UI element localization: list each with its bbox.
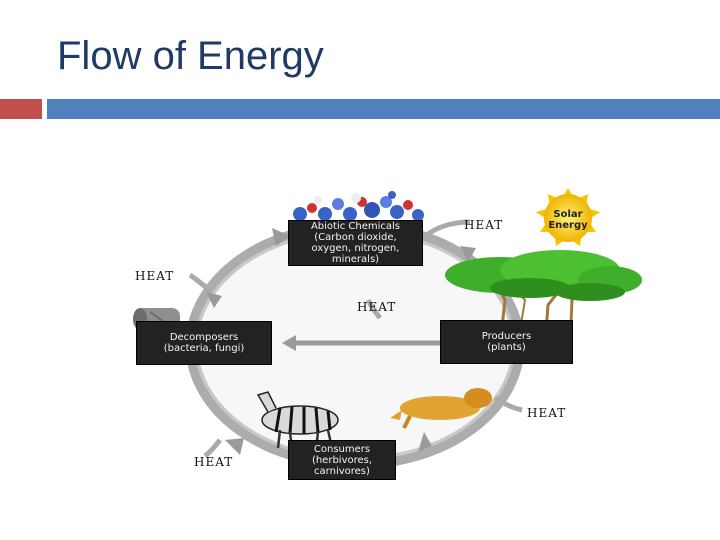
consumers-box: Consumers (herbivores, carnivores) bbox=[288, 440, 396, 480]
producers-box: Producers (plants) bbox=[440, 320, 573, 364]
heat-arrow-bottom bbox=[205, 440, 220, 456]
cycle-arrow-3 bbox=[225, 438, 244, 455]
heat-label-bottom: HEAT bbox=[194, 455, 233, 469]
heat-label-left: HEAT bbox=[135, 269, 174, 283]
molecules-cluster bbox=[293, 191, 424, 221]
heat-label-right: HEAT bbox=[527, 406, 566, 420]
abiotic-chemicals-box: Abiotic Chemicals (Carbon dioxide, oxyge… bbox=[288, 220, 423, 266]
heat-arrow-left bbox=[190, 275, 210, 290]
decomposers-box: Decomposers (bacteria, fungi) bbox=[136, 321, 272, 365]
solar-energy-label: Solar Energy bbox=[541, 209, 595, 231]
heat-label-center: HEAT bbox=[357, 300, 396, 314]
heat-label-top: HEAT bbox=[464, 218, 503, 232]
